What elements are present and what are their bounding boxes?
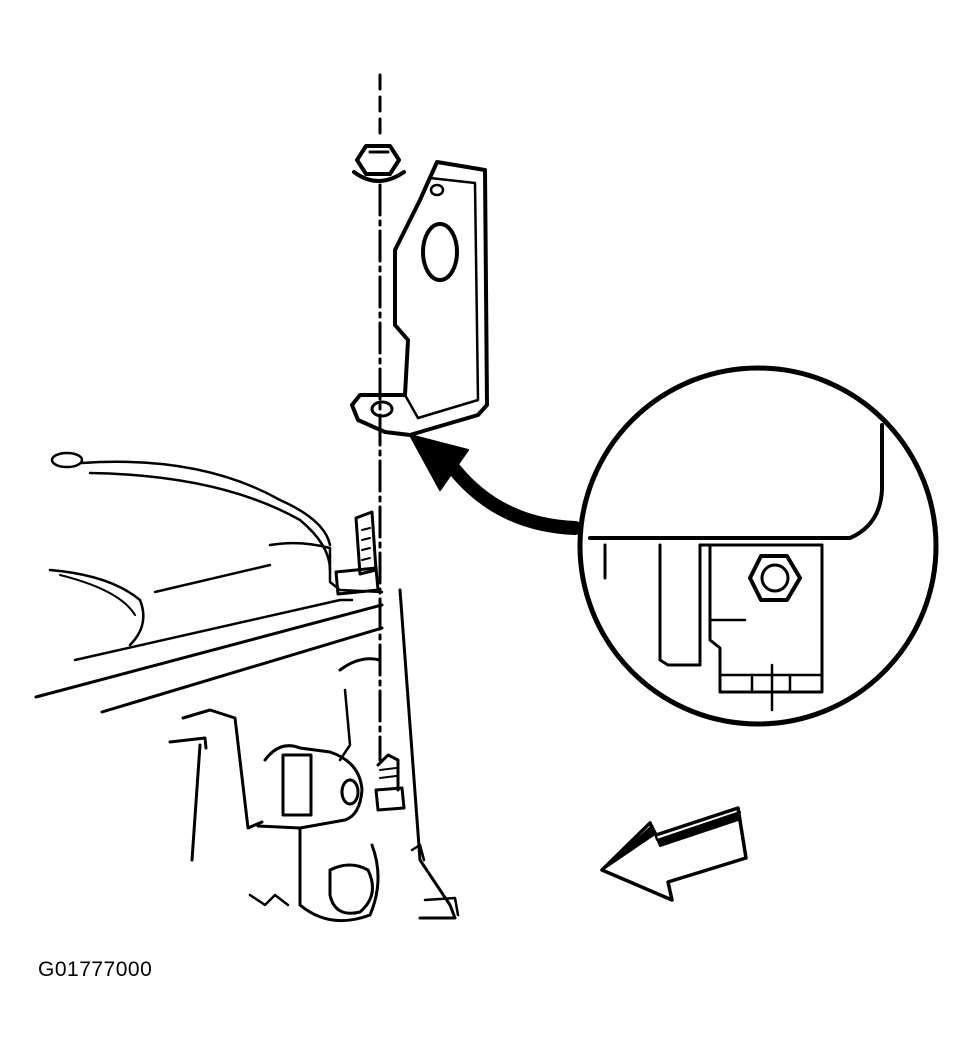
bracket-part: [352, 162, 487, 435]
lower-assembly: [170, 590, 458, 921]
figure-id-label: G01777000: [38, 958, 153, 981]
engine-housing: [36, 453, 382, 712]
detail-view: [580, 368, 936, 724]
nut-part: [354, 146, 404, 181]
view-direction-arrow: [602, 808, 746, 900]
callout-arrow: [410, 435, 575, 528]
stud-part: [336, 512, 378, 594]
